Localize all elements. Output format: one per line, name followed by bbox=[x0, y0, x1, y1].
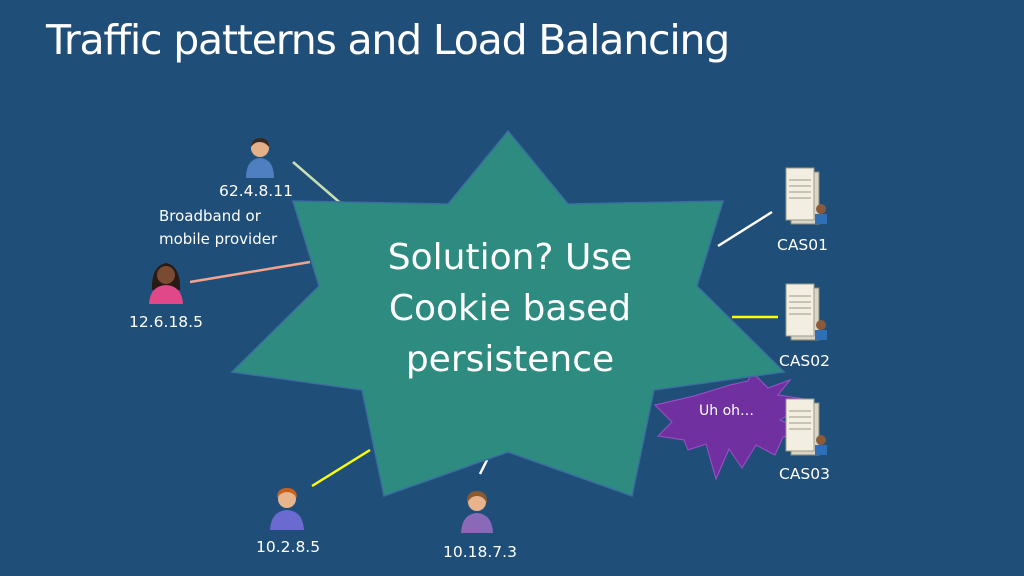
client-ip-10-2-8-5: 10.2.8.5 bbox=[256, 538, 321, 556]
slide-title: Traffic patterns and Load Balancing bbox=[46, 16, 730, 64]
server-label-cas03: CAS03 bbox=[779, 465, 830, 483]
user-icon bbox=[461, 491, 493, 533]
server-label-cas02: CAS02 bbox=[779, 352, 830, 370]
callout-line1: Solution? Use bbox=[387, 237, 633, 278]
server-icon bbox=[785, 167, 827, 225]
server-icon bbox=[785, 398, 827, 456]
connection-line-10-18-7-3 bbox=[478, 459, 489, 475]
user-icon bbox=[270, 488, 304, 530]
callout-text: Solution? Use Cookie based persistence bbox=[330, 232, 690, 385]
client-ip-10-18-7-3: 10.18.7.3 bbox=[443, 543, 517, 561]
callout-line2: Cookie based bbox=[388, 288, 632, 329]
connection-line-10-2-8-5 bbox=[311, 448, 371, 488]
connection-line-12-6-18-5 bbox=[189, 260, 311, 284]
callout-line3: persistence bbox=[405, 339, 615, 380]
connection-line-cas01 bbox=[717, 210, 773, 248]
connection-line-62-4-8-11 bbox=[292, 161, 346, 208]
user-icon bbox=[246, 138, 274, 178]
server-label-cas01: CAS01 bbox=[777, 236, 828, 254]
client-note-line1: Broadband or bbox=[159, 207, 261, 225]
client-ip-62-4-8-11: 62.4.8.11 bbox=[219, 182, 293, 200]
user-icon bbox=[149, 263, 183, 304]
alert-text: Uh oh… bbox=[699, 403, 755, 419]
client-ip-12-6-18-5: 12.6.18.5 bbox=[129, 313, 203, 331]
server-icon bbox=[785, 283, 827, 341]
client-note-line2: mobile provider bbox=[159, 230, 278, 248]
